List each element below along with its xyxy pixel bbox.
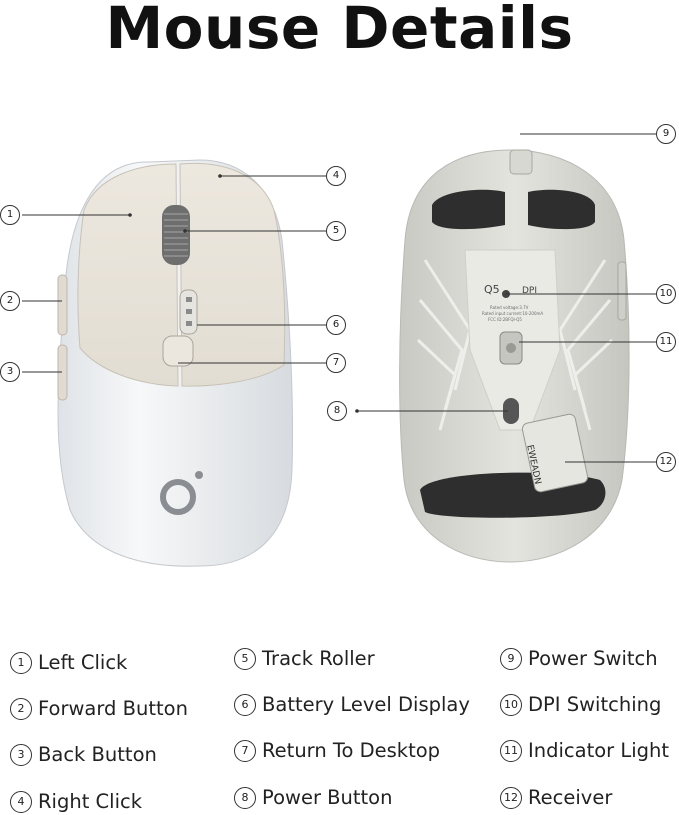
fcc-text: FCC ID:2BFQI-Q5 [488,317,522,322]
legend-number: 9 [500,647,522,670]
legend-item: 9 Power Switch [500,647,658,670]
legend-item: 8 Power Button [234,786,392,809]
callout-12: 12 [656,452,676,472]
legend-label: DPI Switching [528,693,662,716]
model-label: Q5 [484,283,500,296]
logo-ring [160,479,196,515]
legend-number: 3 [10,743,32,766]
side-button-back [57,344,68,401]
legend-label: Right Click [38,790,143,813]
rated-voltage-text: Rated voltage:3.7V [490,305,529,310]
callout-8: 8 [327,401,347,421]
callout-10: 10 [656,284,676,304]
legend-number: 7 [234,739,256,762]
legend-label: Indicator Light [528,739,670,762]
legend-label: Battery Level Display [262,693,470,716]
legend-number: 2 [10,697,32,720]
leader-lines [22,133,656,463]
legend-item: 2 Forward Button [10,697,188,720]
power-button [503,398,519,424]
mouse-bottom-view [399,149,630,563]
legend-number: 8 [234,786,256,809]
left-click-shell [77,163,179,387]
legend-item: 6 Battery Level Display [234,693,470,716]
power-switch [509,149,533,175]
top-glide-pad-left [432,189,505,230]
rated-current-text: Rated input current:10-200mA [482,311,544,316]
legend-item: 1 Left Click [10,651,127,674]
legend-number: 11 [500,739,522,762]
legend-item: 3 Back Button [10,743,157,766]
legend-item: 12 Receiver [500,786,612,809]
callout-1: 1 [0,205,20,225]
legend-number: 1 [10,651,32,674]
legend-number: 10 [500,693,522,716]
top-glide-pad-right [528,189,595,230]
receiver-slot [521,413,589,493]
legend-number: 12 [500,786,522,809]
legend-label: Left Click [38,651,128,674]
callout-7: 7 [326,353,346,373]
dpi-label: DPI [522,286,538,296]
legend-item: 5 Track Roller [234,647,375,670]
legend-label: Receiver [528,786,613,809]
legend-item: 7 Return To Desktop [234,739,440,762]
legend-label: Track Roller [262,647,375,670]
legend-number: 4 [10,790,32,813]
callout-5: 5 [326,221,346,241]
callout-3: 3 [0,362,20,382]
callout-11: 11 [656,332,676,352]
legend-number: 6 [234,693,256,716]
page-title: Mouse Details [105,0,574,62]
legend-item: 10 DPI Switching [500,693,661,716]
callout-6: 6 [326,315,346,335]
legend-number: 5 [234,647,256,670]
legend-label: Forward Button [38,697,188,720]
legend-label: Back Button [38,743,157,766]
right-click-shell [179,162,286,387]
legend-label: Power Button [262,786,393,809]
legend-item: 4 Right Click [10,790,142,813]
callout-2: 2 [0,291,20,311]
callout-9: 9 [656,124,676,144]
desktop-button [162,335,194,367]
legend-item: 11 Indicator Light [500,739,669,762]
mouse-top-view [57,159,294,567]
legend-label: Power Switch [528,647,658,670]
side-button-forward [57,274,68,336]
legend-label: Return To Desktop [262,739,441,762]
callout-4: 4 [326,166,346,186]
